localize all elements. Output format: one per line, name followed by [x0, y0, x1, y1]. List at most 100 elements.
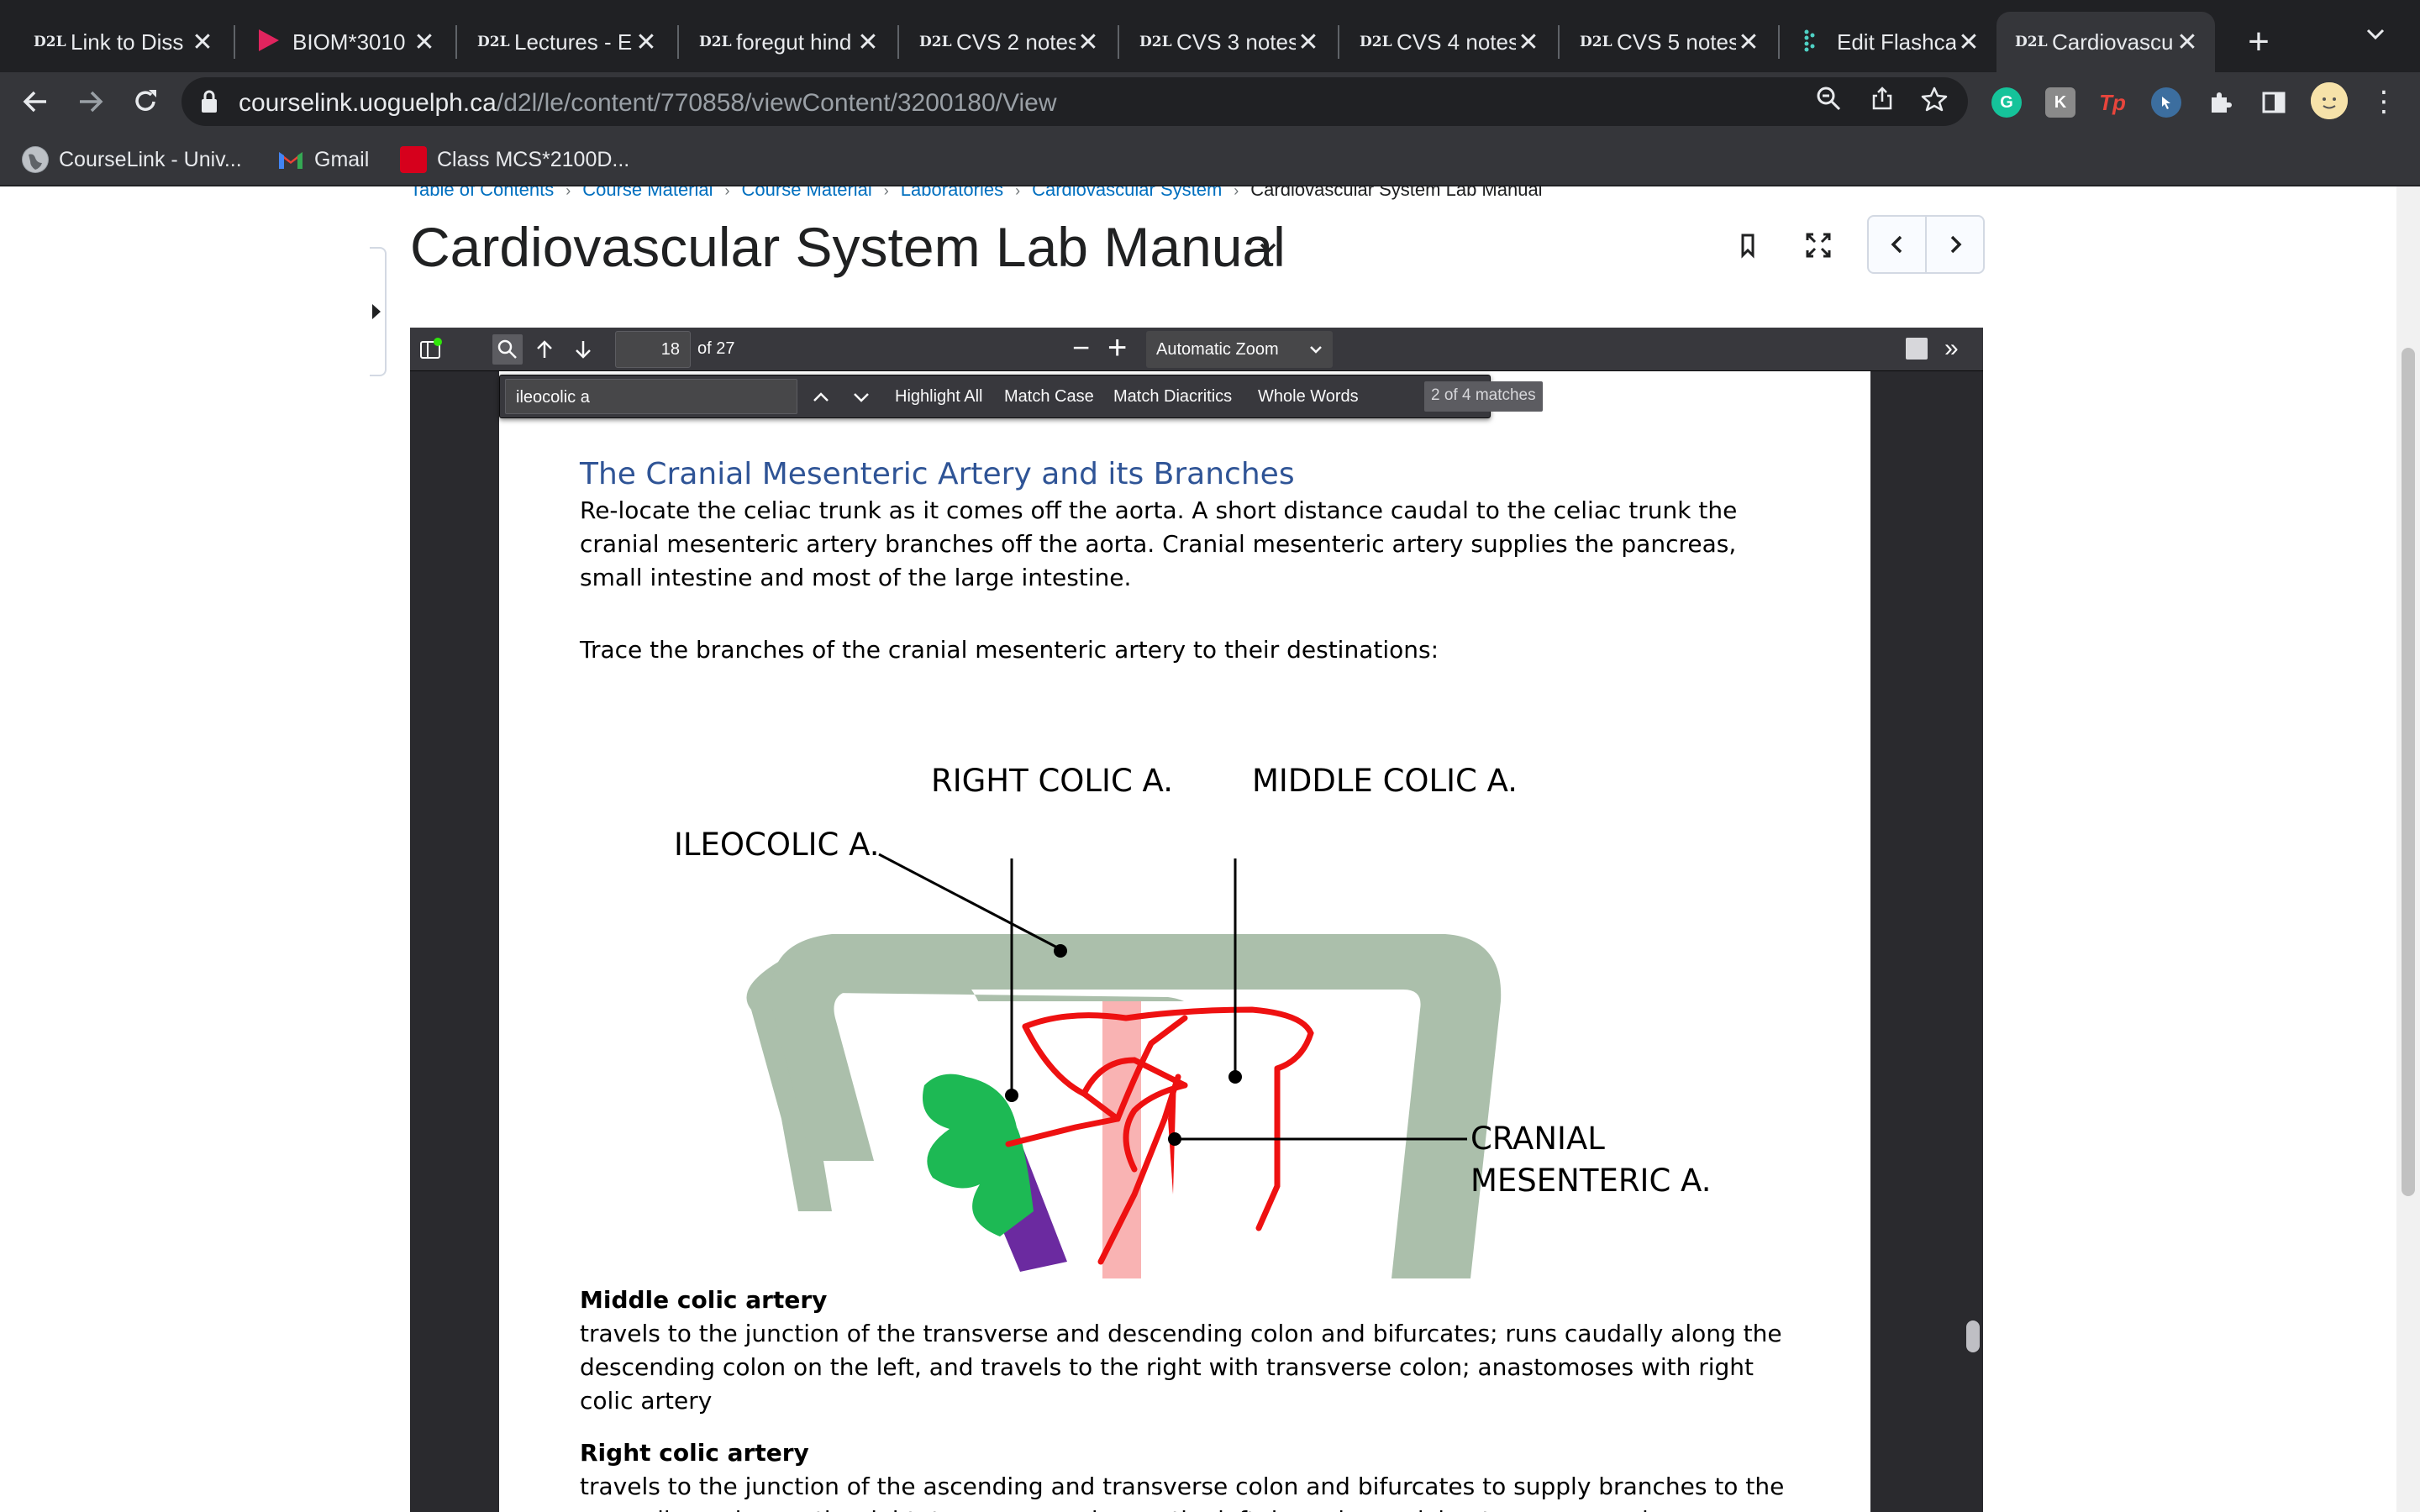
match-diacritics-toggle[interactable]: Match Diacritics [1113, 387, 1233, 406]
extensions-puzzle-icon[interactable] [2205, 87, 2235, 118]
zoom-select[interactable]: Automatic Zoom [1146, 331, 1333, 368]
pdf-scrollbar-thumb[interactable] [1966, 1320, 1980, 1352]
topic-pager [1867, 215, 1985, 274]
extension-k-icon[interactable]: K [2045, 87, 2075, 118]
url-host: courselink.uoguelph.ca [239, 89, 497, 117]
share-icon[interactable] [1865, 86, 1899, 119]
url-path: /d2l/le/content/770858/viewContent/32001… [496, 89, 1057, 117]
tab-cvs5[interactable]: D2L CVS 5 notes ✕ [1561, 12, 1776, 72]
lock-icon [202, 90, 217, 113]
address-bar[interactable]: courselink.uoguelph.ca/d2l/le/content/77… [182, 77, 1968, 126]
close-icon[interactable]: ✕ [1518, 28, 1539, 56]
flashcard-icon [1800, 28, 1837, 57]
find-previous-button[interactable] [804, 381, 838, 414]
find-input[interactable]: ileocolic a [505, 379, 797, 414]
match-case-toggle[interactable]: Match Case [1004, 387, 1094, 406]
tab-title: CVS 3 notes [1176, 29, 1296, 55]
pancreas-shape [923, 1074, 1034, 1236]
tab-title: foregut hind [736, 29, 852, 55]
tools-button[interactable]: » [1944, 334, 1959, 362]
close-icon[interactable]: ✕ [1077, 28, 1099, 56]
tab-lectures[interactable]: D2L Lectures - E ✕ [459, 12, 674, 72]
presentation-mode-button[interactable] [1906, 338, 1928, 360]
close-icon[interactable]: ✕ [635, 28, 657, 56]
browser-toolbar: courselink.uoguelph.ca/d2l/le/content/77… [0, 72, 2420, 131]
find-next-button[interactable] [844, 381, 878, 414]
bookmark-star-icon[interactable] [1918, 86, 1951, 119]
find-toggle-button[interactable] [492, 334, 523, 365]
close-icon[interactable]: ✕ [192, 28, 213, 56]
next-page-button[interactable] [568, 334, 598, 365]
breadcrumb-link-course-material-2[interactable]: Course Material [741, 186, 872, 200]
close-icon[interactable]: ✕ [2176, 28, 2198, 56]
close-icon[interactable]: ✕ [857, 28, 879, 56]
title-dropdown-chevron-icon[interactable] [1255, 235, 1281, 260]
previous-topic-button[interactable] [1869, 217, 1925, 272]
breadcrumb-link-laboratories[interactable]: Laboratories [900, 186, 1004, 200]
tab-link-to-diss[interactable]: D2L Link to Diss ✕ [15, 12, 230, 72]
tab-title: Link to Diss [71, 29, 184, 55]
new-tab-button[interactable]: + [2248, 21, 2270, 62]
label-ileocolic: ILEOCOLIC A. [674, 827, 880, 863]
tab-separator [1118, 25, 1119, 59]
cursor-icon[interactable] [2151, 87, 2181, 118]
tab-foregut[interactable]: D2L foregut hind ✕ [681, 12, 896, 72]
d2l-favicon-icon: D2L [1580, 34, 1612, 50]
sidebar-toggle-button[interactable] [415, 334, 445, 365]
bookmark-courselink[interactable]: CourseLink - Univ... [22, 144, 242, 175]
chevron-down-icon [2366, 29, 2385, 40]
zoom-icon[interactable] [1812, 86, 1845, 119]
back-button[interactable] [15, 81, 57, 123]
bookmark-gmail[interactable]: Gmail [277, 144, 369, 175]
breadcrumb-link-cardiovascular[interactable]: Cardiovascular System [1032, 186, 1223, 200]
grammarly-icon[interactable]: G [1991, 87, 2022, 118]
zoom-in-button[interactable]: + [1107, 329, 1128, 366]
d2l-favicon-icon: D2L [919, 34, 952, 50]
close-icon[interactable]: ✕ [1958, 28, 1980, 56]
breadcrumb-link-course-material[interactable]: Course Material [582, 186, 713, 200]
d2l-favicon-icon: D2L [699, 34, 732, 50]
breadcrumb-current: Cardiovascular System Lab Manual [1250, 186, 1543, 200]
tab-cvs4[interactable]: D2L CVS 4 notes ✕ [1341, 12, 1556, 72]
tab-cardiovascular[interactable]: D2L Cardiovascu ✕ [1996, 12, 2215, 72]
bookmark-mcgraw-hill[interactable]: Class MCS*2100D... [400, 144, 629, 175]
chevron-down-icon [854, 393, 869, 402]
tab-cvs3[interactable]: D2L CVS 3 notes ✕ [1121, 12, 1336, 72]
page-count: of 27 [697, 339, 735, 358]
tab-edit-flashcards[interactable]: Edit Flashca ✕ [1781, 12, 1996, 72]
aorta-shape [1102, 1001, 1141, 1278]
chrome-menu-icon[interactable]: ⋮ [2370, 86, 2398, 118]
avatar[interactable] [2311, 82, 2348, 119]
whole-words-toggle[interactable]: Whole Words [1258, 387, 1359, 406]
chevron-right-icon: › [1234, 186, 1239, 199]
close-icon[interactable]: ✕ [413, 28, 435, 56]
url-text: courselink.uoguelph.ca/d2l/le/content/77… [239, 89, 1056, 118]
page-scrollbar-thumb[interactable] [2402, 348, 2415, 1196]
tab-title: CVS 2 notes [956, 29, 1076, 55]
pdf-toolbar: 18 of 27 − + Automatic Zoom » [410, 328, 1983, 371]
tab-cvs2[interactable]: D2L CVS 2 notes ✕ [901, 12, 1116, 72]
tab-separator [897, 25, 899, 59]
bookmark-button[interactable] [1724, 222, 1771, 269]
side-panel-toggle[interactable] [370, 247, 387, 376]
arrow-up-icon [537, 340, 552, 358]
caret-right-icon [372, 304, 381, 319]
previous-page-button[interactable] [529, 334, 560, 365]
reload-button[interactable] [124, 81, 166, 123]
tab-separator [1778, 25, 1780, 59]
tab-search-button[interactable] [2365, 24, 2386, 51]
chevron-right-icon: › [566, 186, 571, 199]
breadcrumb-link-toc[interactable]: Table of Contents [410, 186, 555, 200]
next-topic-button[interactable] [1925, 217, 1983, 272]
side-panel-icon[interactable] [2259, 87, 2289, 118]
zoom-out-button[interactable]: − [1072, 330, 1091, 365]
tab-biom[interactable]: BIOM*3010 ✕ [237, 12, 452, 72]
close-icon[interactable]: ✕ [1738, 28, 1760, 56]
close-icon[interactable]: ✕ [1297, 28, 1319, 56]
highlight-all-toggle[interactable]: Highlight All [895, 387, 983, 406]
bookmarks-bar: CourseLink - Univ... Gmail Class MCS*210… [0, 131, 2420, 186]
fullscreen-button[interactable] [1795, 222, 1842, 269]
tp-icon[interactable]: Tp [2099, 90, 2126, 115]
forward-button[interactable] [69, 81, 111, 123]
page-number-input[interactable]: 18 [615, 331, 691, 368]
